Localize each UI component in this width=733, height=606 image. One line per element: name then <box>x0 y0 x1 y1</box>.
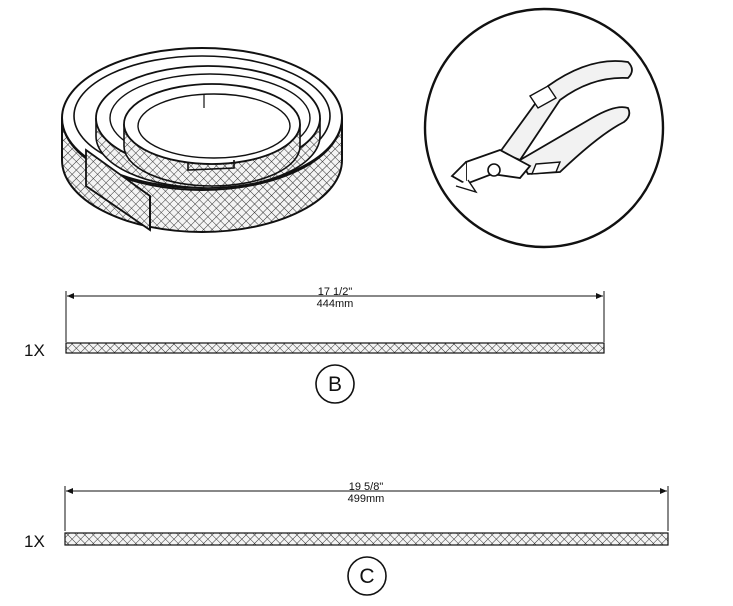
quantity-label: 1X <box>24 532 45 551</box>
mesh-strip <box>64 532 669 546</box>
part-b: 17 1/2" 444mm 1X B <box>24 286 605 404</box>
length-mm: 499mm <box>348 493 385 505</box>
callout-circle <box>315 364 355 404</box>
part-label: B <box>328 373 342 396</box>
pliers-illustration <box>423 7 665 249</box>
length-inches: 19 5/8" <box>349 481 384 493</box>
part-c: 19 5/8" 499mm 1X C <box>24 481 669 596</box>
coil-illustration <box>61 47 343 233</box>
length-inches: 17 1/2" <box>318 286 353 298</box>
length-mm: 444mm <box>317 298 354 310</box>
mesh-strip <box>65 342 605 354</box>
quantity-label: 1X <box>24 341 45 360</box>
part-label: C <box>359 565 374 588</box>
callout-circle <box>347 556 387 596</box>
